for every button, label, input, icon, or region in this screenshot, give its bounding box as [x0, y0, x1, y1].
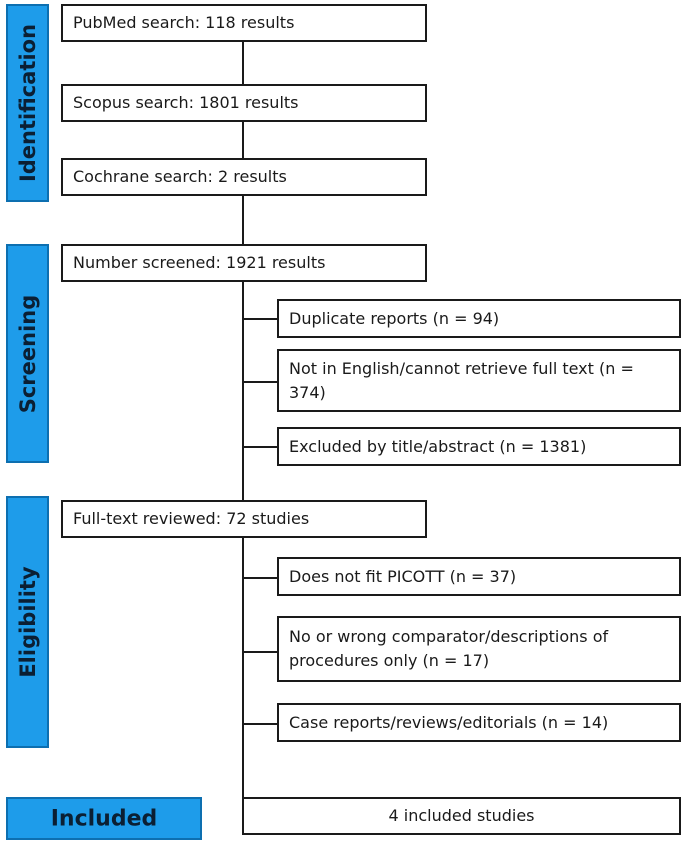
- phase-screening: Screening: [6, 244, 49, 463]
- case-reports-text: Case reports/reviews/editorials (n = 14): [289, 712, 609, 732]
- pubmed-search-box: PubMed search: 118 results: [61, 4, 427, 42]
- connector-duplicates: [242, 318, 277, 320]
- included-studies-box: 4 included studies: [242, 797, 681, 835]
- cochrane-search-text: Cochrane search: 2 results: [73, 167, 287, 186]
- excluded-title-box: Excluded by title/abstract (n = 1381): [277, 427, 681, 466]
- phase-eligibility-label: Eligibility: [15, 566, 40, 678]
- phase-included-label: Included: [50, 806, 158, 831]
- pubmed-search-text: PubMed search: 118 results: [73, 13, 295, 32]
- picott-text: Does not fit PICOTT (n = 37): [289, 566, 517, 586]
- phase-included: Included: [6, 797, 202, 840]
- duplicates-box: Duplicate reports (n = 94): [277, 299, 681, 338]
- connector-picott: [242, 577, 277, 579]
- fulltext-text: Full-text reviewed: 72 studies: [73, 509, 310, 528]
- comparator-text: No or wrong comparator/descriptions of p…: [289, 627, 609, 670]
- phase-screening-label: Screening: [15, 294, 40, 413]
- case-reports-box: Case reports/reviews/editorials (n = 14): [277, 703, 681, 742]
- comparator-box: No or wrong comparator/descriptions of p…: [277, 616, 681, 682]
- connector-comparator: [242, 651, 277, 653]
- connector-main: [242, 280, 244, 809]
- connector-case-reports: [242, 723, 277, 725]
- phase-identification-label: Identification: [15, 23, 40, 183]
- fulltext-box: Full-text reviewed: 72 studies: [61, 500, 427, 538]
- phase-identification: Identification: [6, 4, 49, 202]
- screened-box: Number screened: 1921 results: [61, 244, 427, 282]
- duplicates-text: Duplicate reports (n = 94): [289, 308, 500, 328]
- not-english-text: Not in English/cannot retrieve full text…: [289, 358, 634, 402]
- scopus-search-box: Scopus search: 1801 results: [61, 84, 427, 122]
- connector-excluded-title: [242, 446, 277, 448]
- not-english-box: Not in English/cannot retrieve full text…: [277, 349, 681, 412]
- picott-box: Does not fit PICOTT (n = 37): [277, 557, 681, 596]
- connector-not-english: [242, 381, 277, 383]
- screened-text: Number screened: 1921 results: [73, 253, 326, 272]
- phase-eligibility: Eligibility: [6, 496, 49, 748]
- scopus-search-text: Scopus search: 1801 results: [73, 93, 299, 112]
- cochrane-search-box: Cochrane search: 2 results: [61, 158, 427, 196]
- excluded-title-text: Excluded by title/abstract (n = 1381): [289, 436, 587, 456]
- connector-identification: [242, 41, 244, 248]
- included-studies-text: 4 included studies: [388, 806, 535, 825]
